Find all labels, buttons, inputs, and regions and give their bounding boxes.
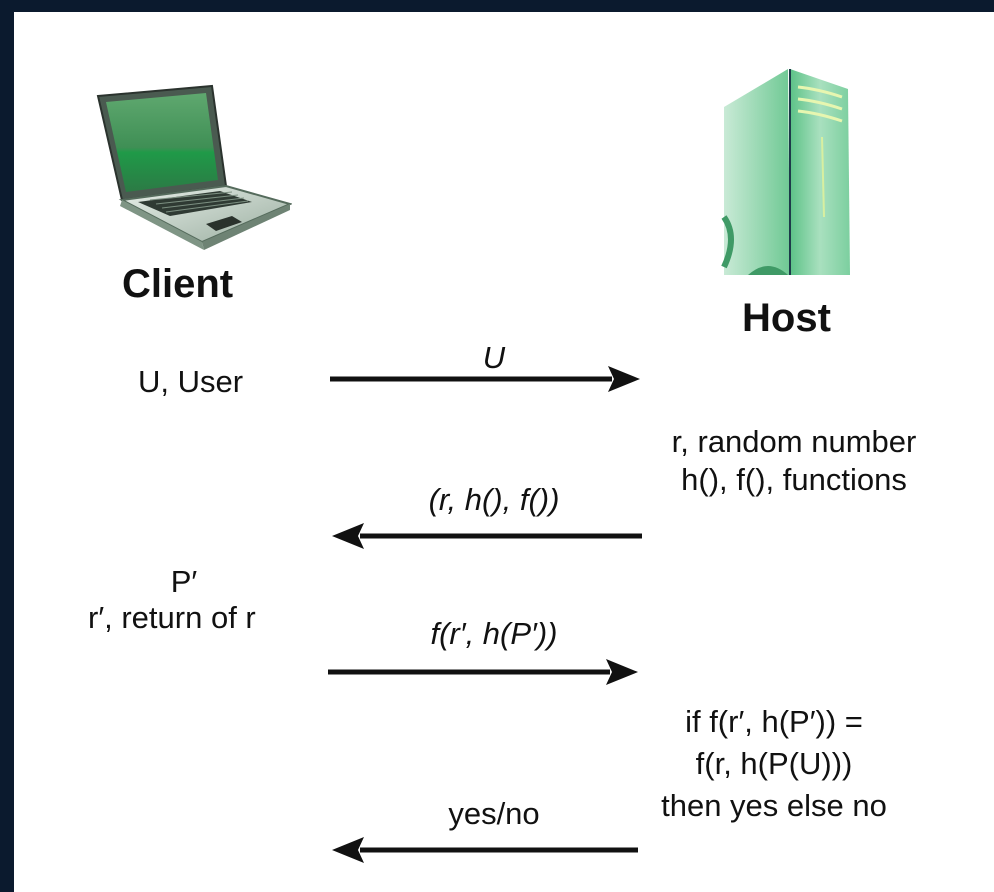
- client-note-user: U, User: [138, 364, 244, 399]
- host-note-random: r, random number: [671, 424, 917, 459]
- diagram-panel: Client Host U, User P′ r′, return of r r…: [14, 12, 994, 892]
- arrow-left-4: [332, 837, 638, 863]
- client-label: Client: [122, 262, 234, 306]
- host-note-check-2: f(r, h(P(U))): [695, 746, 853, 781]
- message-label-4: yes/no: [448, 796, 540, 831]
- arrow-right-1: [330, 366, 640, 392]
- arrow-right-3: [328, 659, 638, 685]
- host-note-functions: h(), f(), functions: [681, 462, 907, 497]
- message-label-3: f(r′, h(P′)): [430, 616, 558, 651]
- host-note-check-1: if f(r′, h(P′)) =: [685, 704, 863, 739]
- message-label-2: (r, h(), f()): [428, 482, 560, 517]
- message-arrows: [328, 366, 642, 863]
- server-tower-icon: [721, 69, 850, 275]
- client-note-r-prime: r′, return of r: [88, 600, 256, 635]
- arrow-left-2: [332, 523, 642, 549]
- client-note-p-prime: P′: [170, 564, 198, 599]
- host-label: Host: [742, 296, 831, 340]
- laptop-icon: [96, 84, 292, 250]
- message-label-1: U: [482, 340, 506, 375]
- host-note-check-3: then yes else no: [661, 788, 887, 823]
